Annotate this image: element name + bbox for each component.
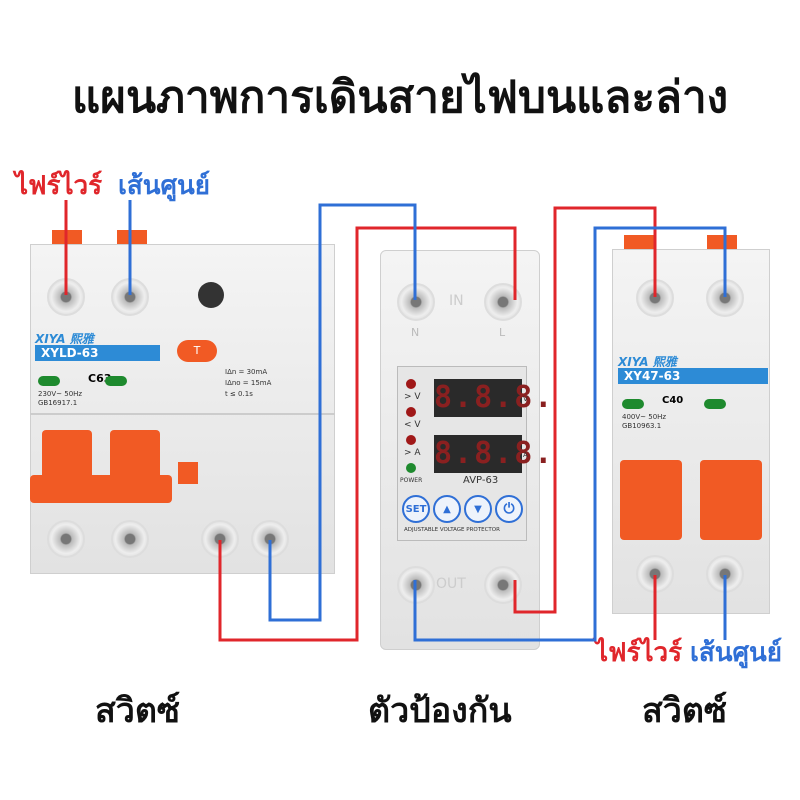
top-tab xyxy=(624,235,654,249)
unit-label: V xyxy=(523,395,528,403)
trip-indicator xyxy=(178,462,198,484)
switch-handle[interactable] xyxy=(700,460,762,540)
status-led xyxy=(38,376,60,386)
terminal-screw xyxy=(47,278,85,316)
terminal-screw xyxy=(111,520,149,558)
neutral-wire-to-breaker xyxy=(413,226,727,642)
rating-label: C40 xyxy=(662,395,684,406)
top-tab xyxy=(707,235,737,249)
up-button[interactable]: ▲ xyxy=(433,495,461,523)
status-led xyxy=(622,399,644,409)
spec-text: GB10963.1 xyxy=(622,422,662,430)
model-label: XY47-63 xyxy=(618,368,768,384)
model-label: XYLD-63 xyxy=(35,345,160,361)
switch-handle[interactable] xyxy=(110,430,160,480)
spec-text: 230V~ 50Hz xyxy=(38,390,83,398)
indicator-label: > V xyxy=(404,392,421,402)
neutral-wire-to-protector xyxy=(268,203,417,622)
indicator-label: POWER xyxy=(400,477,423,484)
breaker-body xyxy=(30,244,335,574)
overvoltage-led xyxy=(406,379,416,389)
indicator-label: < V xyxy=(404,420,421,430)
in-label: IN xyxy=(449,293,464,309)
live-label-top: ไฟร์ไวร์ xyxy=(15,171,103,201)
live-wire-to-breaker xyxy=(513,206,657,614)
live-wire-to-protector xyxy=(218,226,517,642)
down-button[interactable]: ▼ xyxy=(464,495,492,523)
top-tab xyxy=(117,230,147,244)
terminal-screw xyxy=(47,520,85,558)
switch-handle[interactable] xyxy=(42,430,92,480)
n-label: N xyxy=(411,326,420,339)
overcurrent-led xyxy=(406,435,416,445)
switch-caption-left: สวิตซ์ xyxy=(95,691,180,731)
neutral-label-top: เส้นศูนย์ xyxy=(118,171,211,201)
right-breaker: XIYA 熙雅 XY47-63 C40 400V~ 50Hz GB10963.1 xyxy=(612,235,770,625)
undervoltage-led xyxy=(406,407,416,417)
spec-text: 400V~ 50Hz xyxy=(622,413,667,421)
power-button[interactable]: ⏻ xyxy=(495,495,523,523)
status-led xyxy=(105,376,127,386)
indicator-window xyxy=(198,282,224,308)
unit-label: A xyxy=(523,451,528,459)
breaker-body xyxy=(612,249,770,614)
brand-logo: XIYA 熙雅 xyxy=(35,332,94,346)
protector-caption: ตัวป้องกัน xyxy=(368,691,512,731)
out-label: OUT xyxy=(436,576,466,592)
divider xyxy=(30,413,335,415)
left-breaker: XIYA 熙雅 XYLD-63 C63 230V~ 50Hz GB16917.1… xyxy=(30,230,335,590)
set-button[interactable]: SET xyxy=(402,495,430,523)
model-label: AVP-63 xyxy=(463,475,499,486)
switch-caption-right: สวิตซ์ xyxy=(642,691,727,731)
switch-handle[interactable] xyxy=(620,460,682,540)
test-button[interactable]: T xyxy=(177,340,217,362)
spec-text: GB16917.1 xyxy=(38,399,78,407)
control-panel: > V < V > A POWER 8.8.8. V 8.8.8. A AVP-… xyxy=(397,366,552,541)
handle-bar[interactable] xyxy=(30,475,172,503)
status-led xyxy=(704,399,726,409)
voltage-protector: IN N L > V < V > A POWER 8.8.8. V 8.8.8.… xyxy=(380,250,552,650)
l-label: L xyxy=(499,326,506,339)
spec-text: t ≤ 0.1s xyxy=(225,390,253,398)
spec-text: IΔno = 15mA xyxy=(225,379,272,387)
brand-logo: XIYA 熙雅 xyxy=(618,355,677,369)
live-label-bottom: ไฟร์ไวร์ xyxy=(595,638,683,668)
diagram-title: แผนภาพการเดินสายไฟบนและล่าง xyxy=(71,72,729,123)
spec-text: IΔn = 30mA xyxy=(225,368,268,376)
caption: ADJUSTABLE VOLTAGE PROTECTOR xyxy=(404,527,500,533)
power-led xyxy=(406,463,416,473)
indicator-label: > A xyxy=(404,448,421,458)
neutral-label-bottom: เส้นศูนย์ xyxy=(690,638,783,668)
